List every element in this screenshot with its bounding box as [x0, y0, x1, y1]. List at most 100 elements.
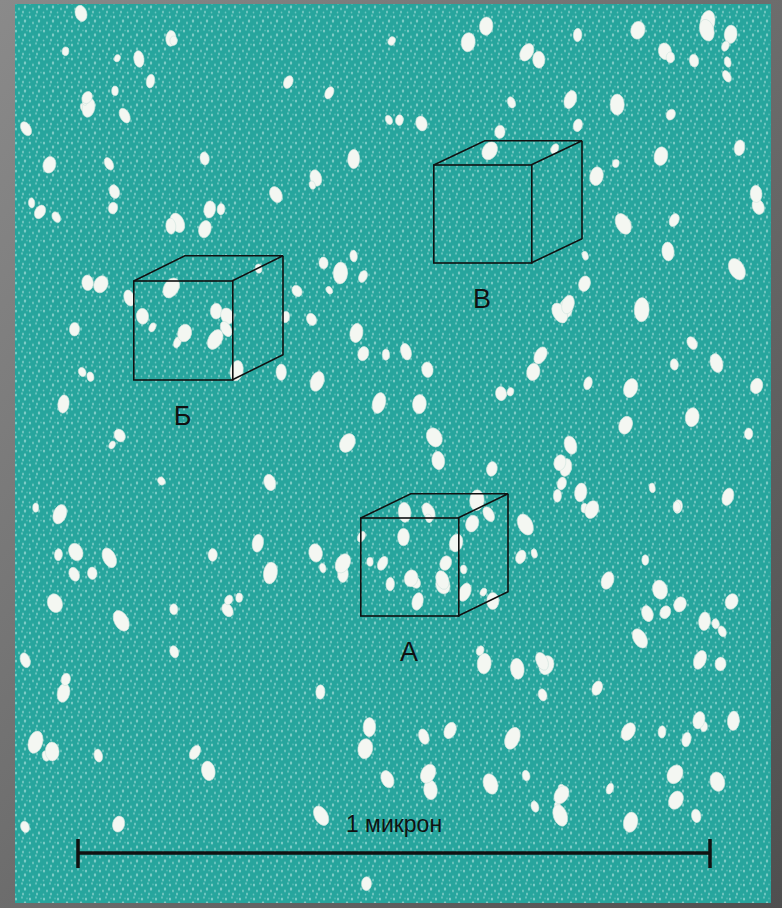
cube-node: Б: [133, 255, 283, 436]
particle: [530, 800, 541, 813]
particle: [217, 203, 226, 215]
particle: [375, 555, 390, 572]
particle: [469, 489, 485, 511]
cube-front-face: [134, 281, 233, 380]
scale-tick: [76, 839, 80, 868]
particle: [612, 159, 620, 169]
particle: [282, 74, 295, 90]
particle: [612, 211, 635, 237]
particle: [691, 649, 709, 672]
cube-edges: [134, 256, 283, 380]
particle: [721, 69, 734, 84]
particle: [117, 106, 133, 124]
particle: [318, 563, 326, 574]
particle: [412, 394, 427, 414]
cube-top-face: [361, 494, 508, 518]
particle: [423, 425, 445, 449]
particle: [599, 570, 616, 591]
particle: [168, 645, 180, 659]
particle: [481, 772, 501, 796]
particle: [651, 579, 670, 601]
cube-front-face: [361, 518, 459, 616]
particle: [506, 387, 515, 397]
cube-top-face: [134, 256, 283, 281]
particle: [99, 546, 119, 570]
scale-label: 1 микрон: [346, 812, 442, 837]
scale-bar: [78, 839, 710, 868]
particle: [107, 183, 121, 199]
particle: [610, 94, 624, 115]
particle: [629, 626, 651, 651]
particle: [582, 499, 601, 521]
particle: [349, 250, 358, 263]
particle: [108, 202, 119, 215]
particle: [18, 120, 34, 138]
particle: [398, 528, 410, 546]
particle: [698, 612, 711, 632]
particle: [421, 361, 434, 378]
particle: [32, 203, 48, 221]
particle: [332, 551, 354, 576]
particle: [62, 46, 70, 56]
particle: [562, 89, 579, 110]
cube-node: А: [360, 493, 508, 672]
particle: [533, 650, 551, 672]
particle: [667, 212, 681, 228]
particle: [403, 569, 420, 588]
particle: [417, 728, 431, 746]
particle: [688, 53, 699, 67]
particle: [378, 769, 396, 790]
cube-side-face: [232, 256, 283, 380]
particle: [93, 748, 104, 763]
particle: [91, 273, 111, 295]
cube-front-face: [434, 165, 532, 263]
particle: [479, 16, 494, 35]
cube-edges: [434, 141, 582, 263]
particle: [708, 771, 727, 793]
particle: [506, 96, 517, 109]
particle: [384, 114, 394, 126]
scale-line: [78, 851, 710, 855]
particle: [348, 149, 360, 169]
particle: [386, 577, 395, 591]
particle: [356, 345, 370, 362]
particle: [691, 710, 706, 730]
particle: [18, 651, 32, 668]
particle: [19, 820, 31, 834]
particle: [605, 782, 615, 795]
particle: [200, 760, 217, 782]
particle: [370, 391, 388, 415]
particle: [475, 645, 486, 657]
particle: [165, 30, 176, 46]
particle: [112, 86, 119, 96]
particle: [664, 762, 686, 786]
cube-label: В: [433, 285, 531, 315]
particle: [310, 803, 332, 828]
particle: [577, 275, 592, 293]
particle: [333, 262, 349, 285]
particle: [685, 335, 700, 351]
particle: [485, 461, 498, 478]
particle: [494, 125, 505, 139]
sample-ground: [15, 4, 771, 903]
particle: [262, 473, 278, 492]
particle: [111, 815, 126, 833]
particle: [267, 184, 285, 204]
particle: [476, 653, 492, 675]
particle: [673, 501, 681, 512]
particle: [235, 593, 242, 603]
particle: [136, 308, 150, 325]
particle: [581, 251, 589, 261]
surface-texture: [15, 4, 771, 903]
particle: [170, 36, 178, 46]
particle: [110, 608, 133, 634]
cube-outline: [133, 255, 285, 382]
particle: [87, 567, 97, 580]
particle: [720, 40, 731, 53]
particle: [661, 242, 674, 262]
cube-edges: [361, 494, 508, 616]
particle: [553, 489, 562, 502]
particle: [479, 587, 488, 597]
particle: [622, 811, 640, 834]
